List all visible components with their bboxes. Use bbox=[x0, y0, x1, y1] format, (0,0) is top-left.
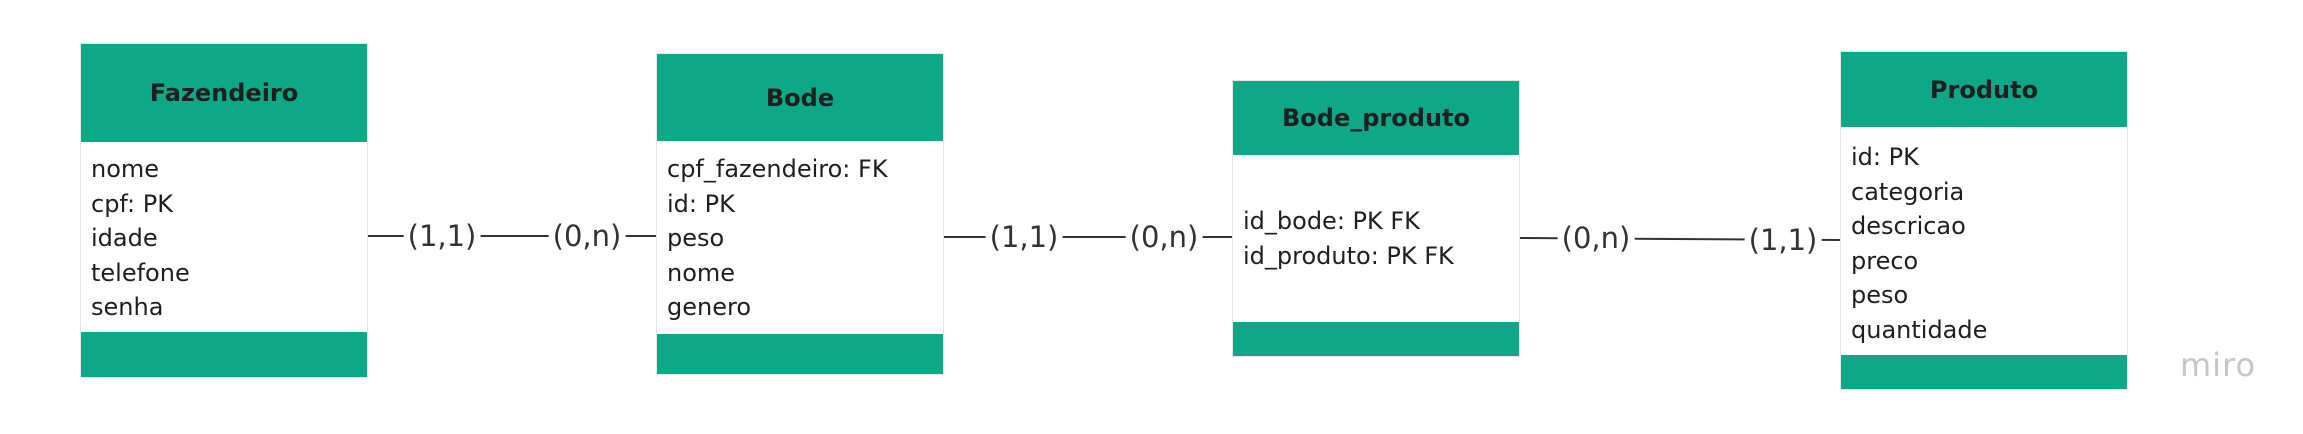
attribute: telefone bbox=[91, 258, 190, 287]
entity-fazendeiro-footer bbox=[81, 332, 367, 377]
entity-bode-attributes: cpf_fazendeiro: FK id: PK peso nome gene… bbox=[657, 141, 943, 334]
cardinality-label[interactable]: (0,n) bbox=[548, 219, 626, 253]
attribute: idade bbox=[91, 224, 158, 252]
attribute: senha bbox=[91, 293, 164, 321]
attribute: preco bbox=[1851, 246, 1919, 275]
attribute: descricao bbox=[1851, 212, 1966, 240]
attribute: peso bbox=[667, 224, 725, 252]
cardinality-label[interactable]: (0,n) bbox=[1125, 220, 1203, 254]
entity-fazendeiro-header: Fazendeiro bbox=[81, 44, 367, 142]
entity-bode-produto[interactable]: Bode_produto id_bode: PK FK id_produto: … bbox=[1233, 81, 1519, 356]
entity-produto-attributes: id: PK categoria descricao preco peso qu… bbox=[1841, 127, 2127, 355]
attribute: genero bbox=[667, 293, 751, 321]
entity-bode[interactable]: Bode cpf_fazendeiro: FK id: PK peso nome… bbox=[657, 54, 943, 374]
cardinality-label[interactable]: (0,n) bbox=[1557, 221, 1635, 255]
entity-bode-produto-header: Bode_produto bbox=[1233, 81, 1519, 155]
attribute: cpf_fazendeiro: FK bbox=[667, 155, 888, 183]
attribute: id: PK bbox=[667, 189, 735, 218]
attribute: id_bode: PK FK bbox=[1243, 207, 1420, 235]
attribute: cpf: PK bbox=[91, 189, 173, 218]
attribute: id_produto: PK FK bbox=[1243, 241, 1454, 270]
entity-produto[interactable]: Produto id: PK categoria descricao preco… bbox=[1841, 52, 2127, 389]
attribute: peso bbox=[1851, 281, 1909, 309]
entity-produto-footer bbox=[1841, 355, 2127, 389]
attribute: nome bbox=[91, 155, 160, 183]
entity-fazendeiro[interactable]: Fazendeiro nome cpf: PK idade telefone s… bbox=[81, 44, 367, 377]
attribute: id: PK bbox=[1851, 143, 1919, 171]
attribute: nome bbox=[667, 258, 736, 287]
miro-watermark: miro bbox=[2180, 346, 2257, 384]
entity-bode-produto-footer bbox=[1233, 322, 1519, 356]
attribute: quantidade bbox=[1851, 315, 1988, 344]
entity-produto-header: Produto bbox=[1841, 52, 2127, 127]
cardinality-label[interactable]: (1,1) bbox=[985, 220, 1063, 254]
entity-bode-header: Bode bbox=[657, 54, 943, 141]
entity-bode-produto-attributes: id_bode: PK FK id_produto: PK FK bbox=[1233, 155, 1519, 322]
cardinality-label[interactable]: (1,1) bbox=[1744, 223, 1822, 257]
attribute: categoria bbox=[1851, 177, 1965, 206]
entity-bode-footer bbox=[657, 334, 943, 374]
cardinality-label[interactable]: (1,1) bbox=[403, 219, 481, 253]
entity-fazendeiro-attributes: nome cpf: PK idade telefone senha bbox=[81, 142, 367, 332]
